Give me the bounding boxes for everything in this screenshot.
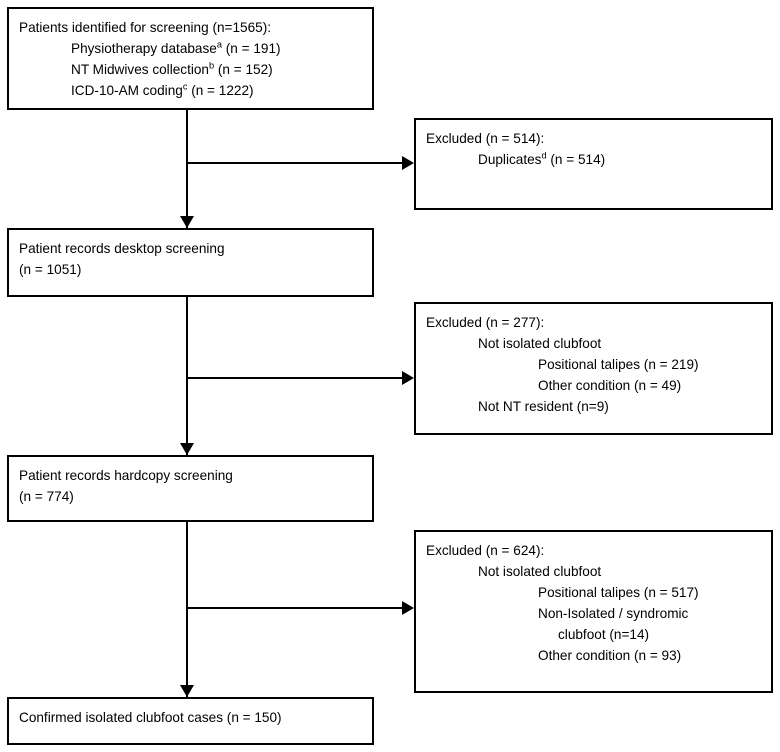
connector-horizontal-2 <box>186 377 404 379</box>
excluded-3-other-condition: Other condition (n = 93) <box>538 648 682 663</box>
excluded-3-syndromic-line2: clubfoot (n=14) <box>558 627 650 642</box>
excluded-3-header: Excluded (n = 624): <box>426 543 545 558</box>
source-label-midwives: NT Midwives collection <box>71 62 209 77</box>
node-desktop-screening: Patient records desktop screening (n = 1… <box>7 228 374 297</box>
excluded-1-reason-count: (n = 514) <box>550 152 606 167</box>
node-desktop-screening-count: (n = 1051) <box>19 262 82 277</box>
excluded-1-reason-label: Duplicates <box>478 152 542 167</box>
connector-horizontal-1 <box>186 162 404 164</box>
source-label-physiotherapy: Physiotherapy database <box>71 41 217 56</box>
node-patients-identified-item-1: NT Midwives collectionb (n = 152) <box>19 59 362 80</box>
source-label-icd10am: ICD-10-AM coding <box>71 83 183 98</box>
source-count-icd10am: (n = 1222) <box>191 83 254 98</box>
excluded-3-syndromic-line1: Non-Isolated / syndromic <box>538 606 689 621</box>
footnote-marker-a: a <box>216 39 222 50</box>
excluded-2-other-condition: Other condition (n = 49) <box>538 378 682 393</box>
connector-vertical-3 <box>186 522 188 697</box>
excluded-3-reason-not-isolated: Not isolated clubfoot <box>478 564 602 579</box>
connector-vertical-1 <box>186 110 188 228</box>
node-hardcopy-screening-count: (n = 774) <box>19 489 74 504</box>
node-patients-identified-header: Patients identified for screening (n=156… <box>19 20 272 35</box>
excluded-1-reason-duplicates: Duplicatesd (n = 514) <box>426 149 761 170</box>
connector-vertical-2 <box>186 297 188 455</box>
node-desktop-screening-label: Patient records desktop screening <box>19 241 225 256</box>
arrowhead-right-2 <box>402 371 414 385</box>
arrowhead-down-3 <box>180 685 194 697</box>
node-patients-identified-item-2: ICD-10-AM codingc (n = 1222) <box>19 80 362 101</box>
excluded-2-reason-not-isolated: Not isolated clubfoot <box>478 336 602 351</box>
excluded-2-positional-talipes: Positional talipes (n = 219) <box>538 357 699 372</box>
node-excluded-duplicates: Excluded (n = 514): Duplicatesd (n = 514… <box>414 118 773 210</box>
arrowhead-right-1 <box>402 156 414 170</box>
node-patients-identified: Patients identified for screening (n=156… <box>7 7 374 110</box>
footnote-marker-d: d <box>541 150 547 161</box>
source-count-midwives: (n = 152) <box>217 62 273 77</box>
source-count-physiotherapy: (n = 191) <box>225 41 281 56</box>
node-excluded-third: Excluded (n = 624): Not isolated clubfoo… <box>414 530 773 693</box>
node-hardcopy-screening: Patient records hardcopy screening (n = … <box>7 455 374 522</box>
arrowhead-down-1 <box>180 216 194 228</box>
connector-horizontal-3 <box>186 607 404 609</box>
node-confirmed-cases-label: Confirmed isolated clubfoot cases (n = 1… <box>19 710 282 725</box>
node-hardcopy-screening-label: Patient records hardcopy screening <box>19 468 233 483</box>
excluded-2-header: Excluded (n = 277): <box>426 315 545 330</box>
node-patients-identified-item-0: Physiotherapy databasea (n = 191) <box>19 38 362 59</box>
excluded-3-positional-talipes: Positional talipes (n = 517) <box>538 585 699 600</box>
excluded-1-header: Excluded (n = 514): <box>426 131 545 146</box>
footnote-marker-c: c <box>182 81 188 92</box>
arrowhead-down-2 <box>180 443 194 455</box>
excluded-2-not-nt-resident: Not NT resident (n=9) <box>478 399 609 414</box>
node-confirmed-cases: Confirmed isolated clubfoot cases (n = 1… <box>7 697 374 745</box>
node-excluded-second: Excluded (n = 277): Not isolated clubfoo… <box>414 302 773 435</box>
arrowhead-right-3 <box>402 601 414 615</box>
footnote-marker-b: b <box>209 60 215 71</box>
